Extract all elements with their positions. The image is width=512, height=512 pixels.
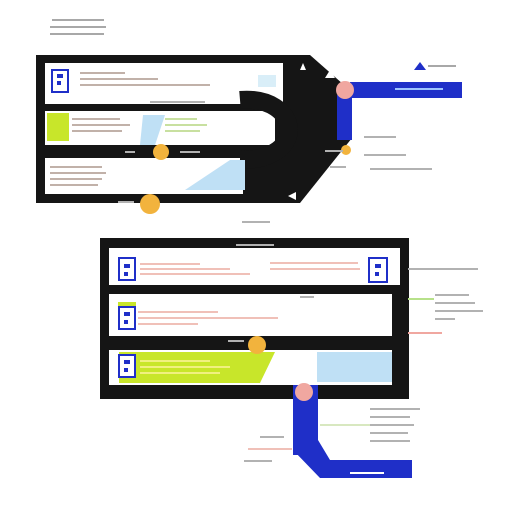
lime-badge [47,113,69,141]
orange-dot-top [153,144,169,160]
bottom-right-badge [368,257,388,283]
top-title-scribbles [50,19,106,35]
arrow-left-icon [288,192,296,200]
top-left-badge [51,69,69,93]
orange-dot-bottom [140,194,160,214]
blue-bar-top [350,62,462,98]
pink-dot-bottom [295,383,313,401]
orange-dot-mid [248,336,266,354]
arrow-down-icon [325,70,335,78]
bottom-left-badge [118,257,136,281]
arrow-up-icon [300,63,306,70]
orange-dot-right [341,145,351,155]
low-bottom-badge [118,354,136,378]
top-track [36,55,352,203]
vertical-blue-connector [337,95,352,140]
bottom-scribbles [138,244,483,474]
pink-dot-top [336,81,354,99]
mid-bottom-badge [118,306,136,330]
top-scribbles [50,72,432,223]
